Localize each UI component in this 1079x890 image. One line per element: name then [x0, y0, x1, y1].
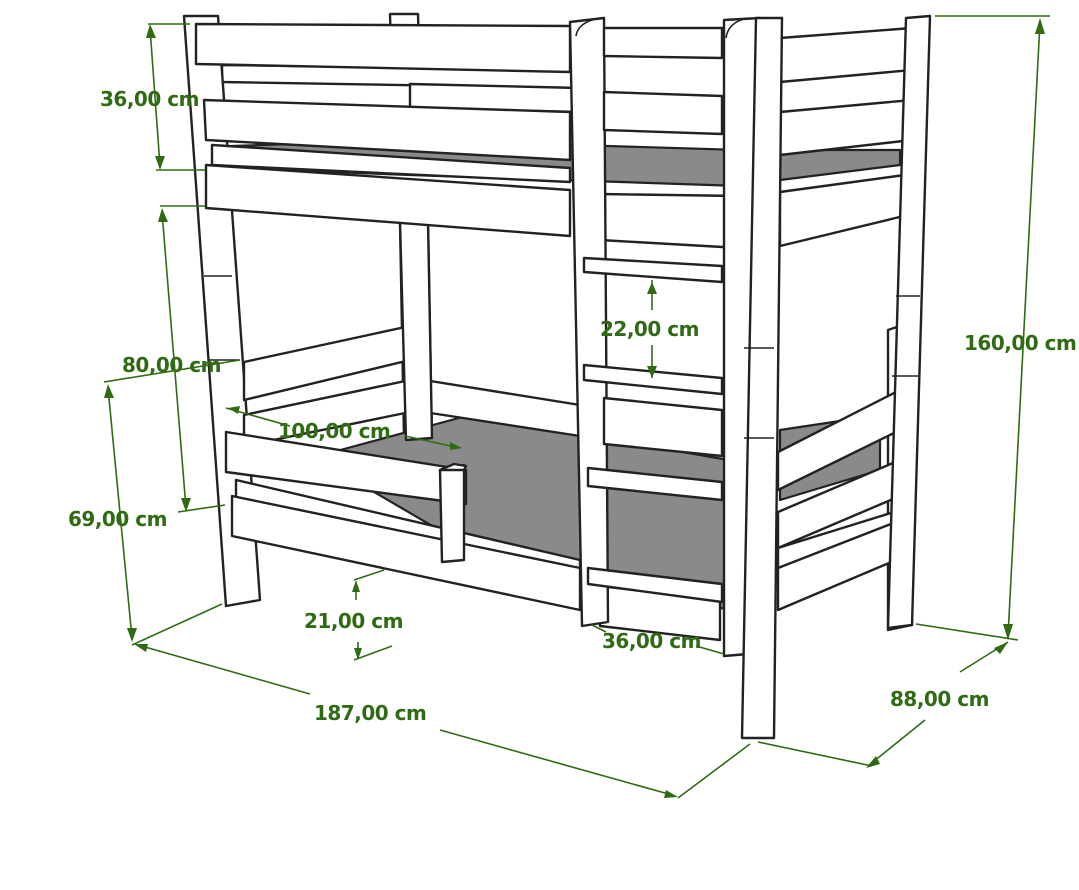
back-right-post [886, 14, 932, 630]
top-guard-height-label: 36,00 cm [100, 87, 199, 111]
ladder-rung-1 [582, 256, 724, 284]
lower-guard-length-label: 100,00 cm [278, 419, 390, 443]
ladder-panel-2 [602, 90, 724, 136]
lower-guard-post-top [438, 462, 468, 472]
bed-frame [182, 12, 932, 740]
rung-spacing-label: 22,00 cm [600, 317, 699, 341]
clearance-label: 80,00 cm [122, 353, 221, 377]
ladder-rung-2 [582, 363, 724, 396]
upper-end-rail-3 [210, 143, 572, 184]
dimension-labels: 36,00 cm 80,00 cm 69,00 cm 100,00 cm 22,… [68, 87, 1077, 725]
total-length-label: 187,00 cm [314, 701, 426, 725]
back-left-mid-post [398, 220, 434, 442]
lower-guard-post [438, 463, 466, 564]
upper-front-side-rail [204, 163, 572, 238]
upper-back-rail-2 [778, 98, 914, 157]
ladder-panel-1 [602, 26, 724, 60]
bottom-bed-height-label: 69,00 cm [68, 507, 167, 531]
ladder-panel-3 [602, 396, 724, 458]
dimension-lines [103, 15, 1050, 799]
upper-back-rail-3 [778, 172, 914, 248]
total-height-label: 160,00 cm [964, 331, 1076, 355]
lower-front-rail-top [224, 430, 468, 506]
upper-end-rail-1 [194, 22, 572, 74]
ladder-width-label: 36,00 cm [602, 629, 701, 653]
total-width-label: 88,00 cm [890, 687, 989, 711]
upper-back-rail-1 [778, 26, 914, 84]
upper-end-rail-2 [202, 98, 572, 162]
front-right-post [740, 16, 784, 740]
upper-front-right-rail [598, 192, 742, 250]
ladder-rung-4 [586, 566, 724, 604]
ladder-rung-3 [586, 466, 724, 502]
floor-clearance-label: 21,00 cm [304, 609, 403, 633]
